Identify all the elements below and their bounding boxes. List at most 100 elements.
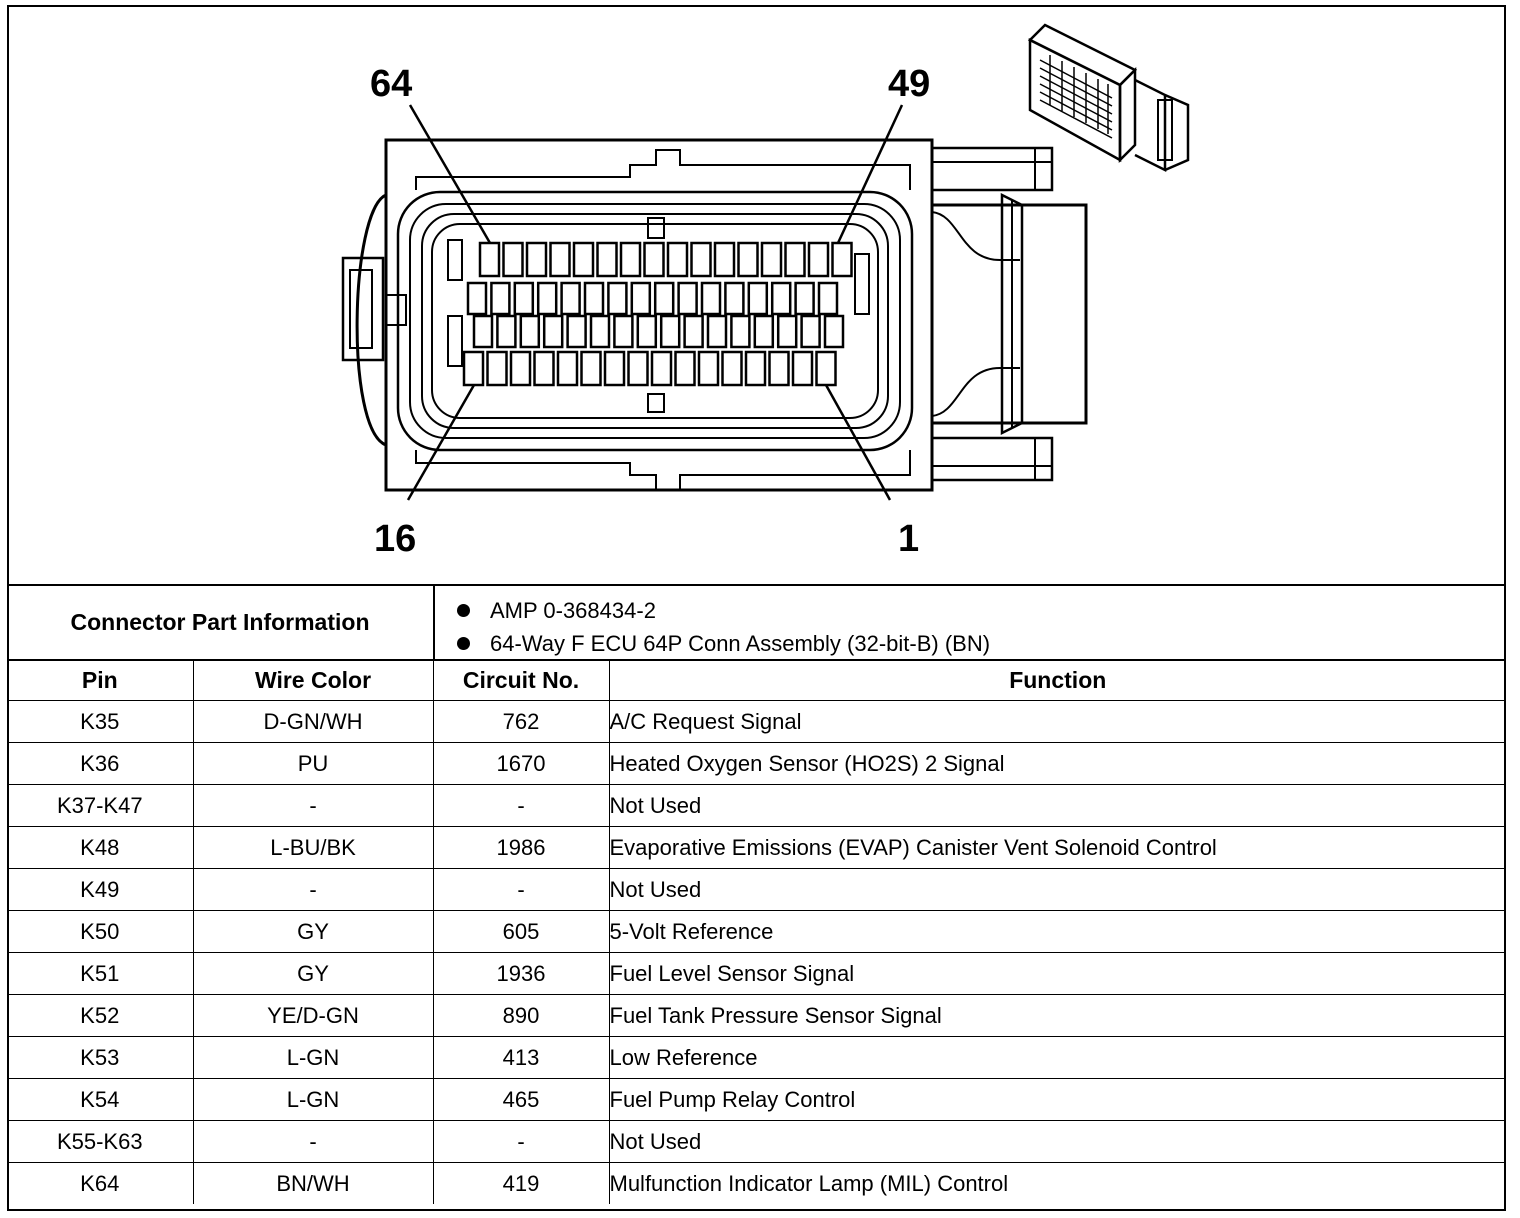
cell-wire-color: GY	[192, 952, 434, 995]
cell-pin: K50	[7, 910, 194, 953]
pin-cavity	[724, 281, 745, 316]
cell-circuit-no: 413	[432, 1036, 610, 1079]
connector-info-text: 64-Way F ECU 64P Conn Assembly (32-bit-B…	[490, 630, 991, 656]
cell-function: Not Used	[608, 868, 1506, 911]
cell-pin: K51	[7, 952, 194, 995]
cell-wire-color: L-BU/BK	[192, 826, 434, 869]
pin-cavity	[560, 281, 581, 316]
cell-wire-color: -	[192, 1120, 434, 1163]
pin-label-16: 16	[374, 518, 416, 560]
cell-function: Not Used	[608, 784, 1506, 827]
cell-pin: K49	[7, 868, 194, 911]
bullet-icon	[457, 637, 470, 650]
pin-cavity	[536, 281, 558, 316]
pin-cavity	[760, 241, 783, 278]
pin-cavity	[666, 241, 689, 278]
pin-cavity	[653, 281, 675, 316]
cell-function: Not Used	[608, 1120, 1506, 1163]
table-row: K55-K63--Not Used	[7, 1120, 1506, 1163]
cell-circuit-no: 1670	[432, 742, 610, 785]
pin-cavity	[580, 350, 602, 387]
page-frame	[7, 5, 1506, 1211]
header-function: Function	[608, 660, 1506, 701]
pin-cavity	[823, 314, 845, 349]
pin-cavity	[613, 314, 634, 349]
pin-cavity	[496, 314, 517, 349]
cell-wire-color: D-GN/WH	[192, 700, 434, 743]
cell-circuit-no: 1936	[432, 952, 610, 995]
pin-cavity	[566, 314, 587, 349]
connector-info-heading: Connector Part Information	[7, 586, 435, 659]
cell-wire-color: -	[192, 868, 434, 911]
cell-wire-color: L-GN	[192, 1078, 434, 1121]
cell-wire-color: BN/WH	[192, 1162, 434, 1204]
pin-cavity	[549, 241, 571, 278]
leader-line-64	[408, 104, 492, 244]
pin-cavity	[462, 350, 485, 387]
cell-function: Fuel Pump Relay Control	[608, 1078, 1506, 1121]
pin-cavity	[630, 281, 652, 316]
pin-cavity	[800, 314, 821, 349]
cell-pin: K54	[7, 1078, 194, 1121]
pin-cavity	[784, 241, 806, 278]
pin-cavity	[721, 350, 743, 387]
cell-pin: K53	[7, 1036, 194, 1079]
cell-pin: K55-K63	[7, 1120, 194, 1163]
cell-wire-color: L-GN	[192, 1036, 434, 1079]
pin-cavity	[513, 281, 535, 316]
cell-circuit-no: -	[432, 784, 610, 827]
pin-cavity	[466, 281, 488, 316]
header-wire-color: Wire Color	[192, 660, 434, 701]
cell-circuit-no: -	[432, 868, 610, 911]
cell-function: Mulfunction Indicator Lamp (MIL) Control	[608, 1162, 1506, 1204]
pin-cavity	[794, 281, 815, 316]
pin-cavity	[791, 350, 814, 387]
connector-info-item: 64-Way F ECU 64P Conn Assembly (32-bit-B…	[457, 627, 990, 660]
pin-cavity	[700, 281, 722, 316]
cell-circuit-no: 890	[432, 994, 610, 1037]
cell-function: Evaporative Emissions (EVAP) Canister Ve…	[608, 826, 1506, 869]
cell-pin: K36	[7, 742, 194, 785]
pin-cavity	[831, 241, 853, 278]
pin-cavity	[478, 241, 501, 278]
cell-wire-color: GY	[192, 910, 434, 953]
connector-thumbnail	[1027, 23, 1190, 173]
cell-pin: K52	[7, 994, 194, 1037]
pin-cavity	[697, 350, 720, 387]
pin-cavity	[556, 350, 579, 387]
pin-cavity	[677, 281, 698, 316]
cell-circuit-no: 465	[432, 1078, 610, 1121]
pin-cavity	[486, 350, 508, 387]
pin-cavity	[650, 350, 673, 387]
pin-cavity	[472, 314, 494, 349]
pin-cavity	[583, 281, 605, 316]
left-latch	[341, 256, 385, 362]
cell-circuit-no: -	[432, 1120, 610, 1163]
pin-cavity	[603, 350, 626, 387]
leader-line-1	[824, 384, 892, 501]
pin-cavity	[776, 314, 798, 349]
leader-line-16	[406, 384, 476, 501]
pin-cavity	[747, 281, 769, 316]
cell-function: Fuel Tank Pressure Sensor Signal	[608, 994, 1506, 1037]
pin-cavity	[589, 314, 611, 349]
pin-cavity	[690, 241, 712, 278]
leader-line-49	[836, 104, 904, 244]
cell-circuit-no: 419	[432, 1162, 610, 1204]
header-pin: Pin	[7, 660, 194, 701]
pin-cavity	[815, 350, 837, 387]
pin-cavity	[619, 241, 642, 278]
pin-cavity	[768, 350, 790, 387]
pin-cavity	[683, 314, 704, 349]
cell-wire-color: -	[192, 784, 434, 827]
pin-label-1: 1	[898, 518, 919, 560]
pin-cavity	[744, 350, 767, 387]
cell-pin: K48	[7, 826, 194, 869]
